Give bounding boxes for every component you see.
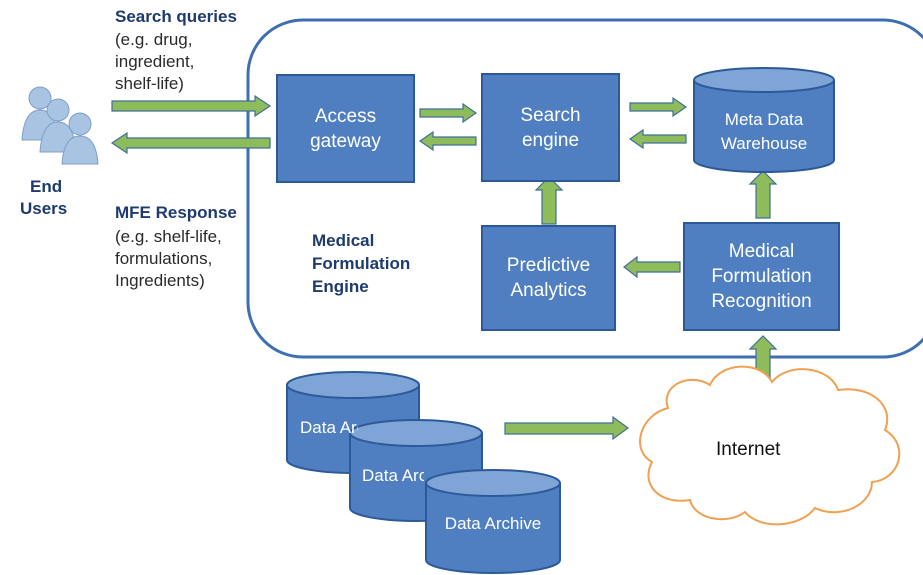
recognition-to-warehouse-arrow (748, 170, 778, 219)
query-arrow (111, 94, 272, 118)
search-queries-title: Search queries (115, 7, 237, 26)
meta-warehouse-line1: Meta Data (724, 110, 804, 129)
predictive-line2: Analytics (510, 280, 587, 301)
recognition-line1: Medical (728, 241, 795, 262)
search-queries-line1: (e.g. drug, (115, 30, 193, 49)
internet-label: Internet (716, 439, 781, 460)
search-to-warehouse-arrow (629, 96, 688, 118)
access-gateway-block (276, 74, 415, 183)
access-gateway-label: Access gateway (277, 75, 414, 182)
search-engine-label: Search engine (482, 74, 619, 181)
meta-warehouse-line2: Warehouse (720, 134, 808, 153)
response-arrow (110, 131, 271, 155)
recognition-line2: Formulation (711, 266, 812, 287)
predictive-to-search-arrow (534, 176, 564, 225)
search-engine-block (481, 73, 620, 182)
search-queries-line2: ingredient, (115, 52, 195, 71)
search-to-gateway-arrow (418, 130, 477, 152)
mfe-response-line3: Ingredients) (115, 271, 205, 290)
access-gateway-line1: Access (314, 105, 377, 127)
data-archive-label-2: Data Archive (362, 466, 424, 486)
search-engine-line1: Search (520, 104, 581, 126)
data-archive-cylinder-3 (425, 469, 561, 574)
users-icon (21, 86, 99, 165)
engine-label-line2: Formulation (312, 254, 411, 273)
engine-label-line1: Medical (312, 231, 375, 250)
predictive-line1: Predictive (506, 255, 591, 276)
predictive-analytics-label: Predictive Analytics (482, 226, 615, 330)
mfe-response-title: MFE Response (115, 203, 237, 222)
recognition-block (683, 222, 840, 331)
internet-cloud (639, 365, 901, 526)
recognition-label: Medical Formulation Recognition (684, 223, 839, 330)
data-archive-text-2: Data Archive (362, 466, 424, 485)
predictive-analytics-block (481, 225, 616, 331)
meta-warehouse-cylinder (693, 67, 835, 173)
recognition-line3: Recognition (711, 291, 812, 312)
meta-warehouse-label: Meta Data Warehouse (694, 92, 834, 172)
data-archive-text-1: Data Archive (300, 418, 358, 437)
data-archive-text-3: Data Archive (444, 514, 542, 533)
end-users-label-line1: End (30, 177, 63, 196)
archive-to-internet-arrow (504, 415, 630, 441)
end-users-label-line2: Users (20, 199, 68, 218)
data-archive-label-3: Data Archive (426, 514, 560, 534)
gateway-to-search-arrow (419, 102, 478, 124)
engine-label-line3: Engine (312, 277, 369, 296)
mfe-response-line2: formulations, (115, 249, 213, 268)
engine-boundary (246, 18, 923, 359)
search-queries-line3: shelf-life) (115, 74, 184, 93)
mfe-response-line1: (e.g. shelf-life, (115, 227, 222, 246)
search-engine-line2: engine (521, 129, 580, 151)
warehouse-to-search-arrow (628, 128, 687, 150)
access-gateway-line2: gateway (310, 130, 381, 152)
recognition-to-predictive-arrow (623, 255, 681, 279)
data-archive-label-1: Data Archive (300, 418, 358, 438)
